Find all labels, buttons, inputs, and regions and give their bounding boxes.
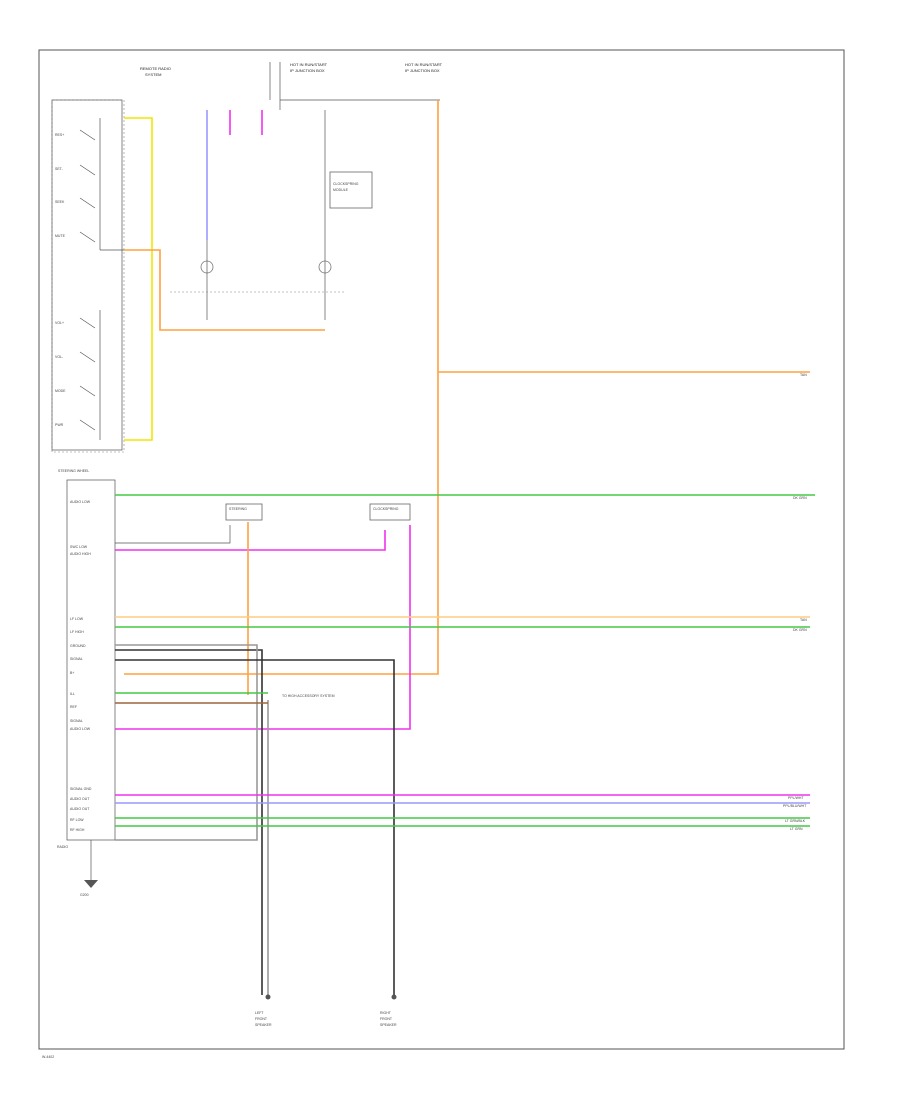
svg-text:AUDIO OUT: AUDIO OUT: [70, 797, 90, 801]
svg-text:GROUND: GROUND: [70, 644, 86, 648]
right-label-3: TAN: [800, 618, 807, 622]
svg-text:RES+: RES+: [55, 133, 64, 137]
svg-text:RF LOW: RF LOW: [70, 818, 84, 822]
connector-clockspring: [369, 503, 411, 521]
svg-text:SIGNAL: SIGNAL: [70, 719, 83, 723]
svg-text:AUDIO LOW: AUDIO LOW: [70, 727, 91, 731]
svg-text:SWC LOW: SWC LOW: [70, 545, 88, 549]
front-left-speaker-label: LEFT: [255, 1011, 264, 1015]
wire-black-speaker2: [115, 659, 395, 995]
footer-code: W-4402: [42, 1055, 54, 1059]
svg-text:AUDIO LOW: AUDIO LOW: [70, 500, 91, 504]
svg-text:B+: B+: [70, 671, 74, 675]
svg-text:STEERING: STEERING: [229, 507, 247, 511]
hot-run-header-2: HOT IN RUN/START: [405, 62, 443, 67]
svg-text:FRONT: FRONT: [380, 1017, 393, 1021]
radio-pin-labels: AUDIO LOW SWC LOW AUDIO HIGH LF LOW LF H…: [70, 500, 92, 832]
svg-text:SIGNAL: SIGNAL: [70, 657, 83, 661]
svg-text:MUTE: MUTE: [55, 234, 66, 238]
svg-text:RF HIGH: RF HIGH: [70, 828, 85, 832]
speaker-right-terminal: [391, 994, 397, 1000]
svg-text:CLOCKSPRING: CLOCKSPRING: [373, 507, 399, 511]
svg-text:SET-: SET-: [55, 167, 64, 171]
wire-magenta-mid: [115, 530, 386, 551]
wire-orange-main: [124, 100, 439, 675]
svg-text:ILL: ILL: [70, 692, 75, 696]
ground-symbol: [84, 880, 98, 888]
top-left-module-label: REMOTE RADIO: [140, 66, 171, 71]
svg-text:REF: REF: [70, 705, 77, 709]
svg-text:MODE: MODE: [55, 389, 66, 393]
svg-text:LF HIGH: LF HIGH: [70, 630, 84, 634]
to-power-system-label: TO HIGH ACCESSORY SYSTEM: [282, 694, 335, 698]
wire-yellow: [124, 117, 153, 441]
wire-orange-top: [124, 249, 325, 331]
svg-text:AUDIO OUT: AUDIO OUT: [70, 807, 90, 811]
svg-text:LF LOW: LF LOW: [70, 617, 84, 621]
svg-text:SIGNAL GND: SIGNAL GND: [70, 787, 92, 791]
svg-text:SPEAKER: SPEAKER: [255, 1023, 272, 1027]
right-label-5: PPL/WHT: [788, 796, 804, 800]
svg-text:IP JUNCTION BOX: IP JUNCTION BOX: [405, 68, 440, 73]
svg-text:CLOCKSPRING: CLOCKSPRING: [333, 182, 359, 186]
steering-switch-box: [51, 99, 125, 453]
right-label-4: DK GRN: [793, 628, 807, 632]
svg-text:SPEAKER: SPEAKER: [380, 1023, 397, 1027]
wire-black-speaker1: [115, 649, 263, 995]
right-label-8: LT GRN: [790, 827, 803, 831]
right-label-1: TAN: [800, 373, 807, 377]
svg-text:AUDIO HIGH: AUDIO HIGH: [70, 552, 91, 556]
front-right-speaker-label: RIGHT: [380, 1011, 392, 1015]
switch-group-bottom: [79, 310, 101, 440]
wire-gray-speaker1: [115, 644, 258, 841]
svg-text:SEEK: SEEK: [55, 200, 65, 204]
clockspring-box: [329, 171, 373, 209]
svg-text:VOL+: VOL+: [55, 321, 64, 325]
svg-text:PWR: PWR: [55, 423, 64, 427]
svg-text:FRONT: FRONT: [255, 1017, 268, 1021]
right-label-6: PPL/BLU/WHT: [783, 804, 807, 808]
svg-text:MODULE: MODULE: [333, 188, 349, 192]
ground-label: G200: [80, 893, 89, 897]
wire-magenta-lower: [115, 525, 411, 730]
steering-switch-inner: [51, 99, 123, 451]
connector-steering: [225, 503, 263, 521]
right-label-2: DK GRN: [793, 496, 807, 500]
diagram-frame: [38, 49, 845, 1050]
speaker-left-terminal: [265, 994, 271, 1000]
switch-group-top: [79, 118, 124, 251]
svg-text:IP JUNCTION BOX: IP JUNCTION BOX: [290, 68, 325, 73]
switch-labels: RES+ SET- SEEK MUTE VOL+ VOL- MODE PWR: [55, 133, 66, 427]
steering-wheel-label: STEERING WHEEL: [58, 469, 89, 473]
svg-text:SYSTEM: SYSTEM: [145, 72, 161, 77]
radio-label: RADIO: [57, 845, 68, 849]
hot-run-header-1: HOT IN RUN/START: [290, 62, 328, 67]
svg-text:VOL-: VOL-: [55, 355, 64, 359]
right-label-7: LT GRN/BLK: [785, 819, 806, 823]
